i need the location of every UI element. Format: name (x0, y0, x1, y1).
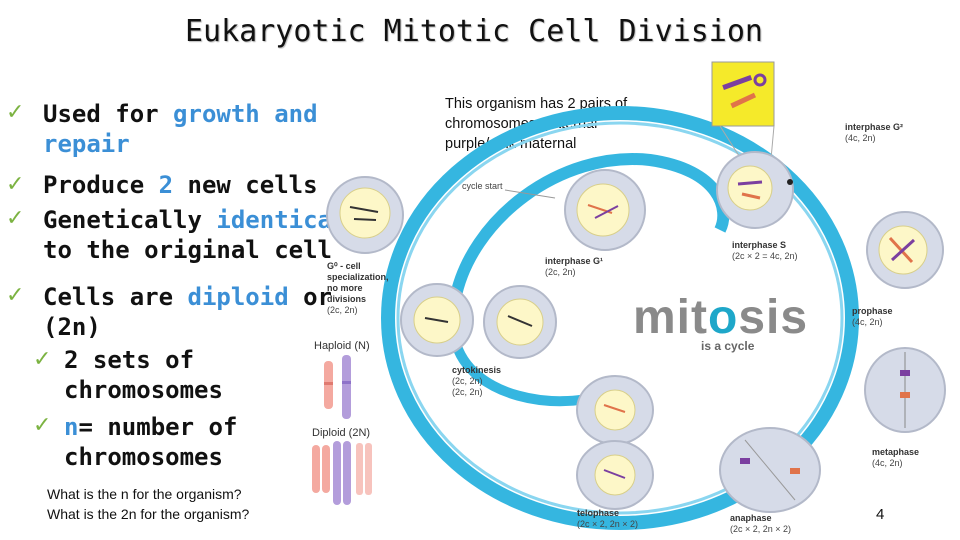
g0-label: G⁰ - cell specialization, no more divisi… (327, 261, 389, 316)
mitosis-subtitle: is a cycle (701, 339, 754, 353)
interphase-g2-label: interphase G² (4c, 2n) (845, 122, 903, 144)
label-name: specialization, (327, 272, 389, 282)
label-name: interphase G¹ (545, 256, 603, 266)
label-value: (2c × 2, 2n × 2) (577, 519, 638, 529)
label-name: cytokinesis (452, 365, 501, 375)
label-name: prophase (852, 306, 893, 316)
label-value: (2c, 2n) (452, 387, 483, 397)
anaphase-label: anaphase (2c × 2, 2n × 2) (730, 513, 791, 535)
wordmark-part: o (708, 291, 738, 344)
label-value: (2c × 2, 2n × 2) (730, 524, 791, 534)
label-value: (2c, 2n) (545, 267, 576, 277)
metaphase-label: metaphase (4c, 2n) (872, 447, 919, 469)
wordmark-part: mit (633, 291, 708, 344)
label-value: (2c, 2n) (452, 376, 483, 386)
label-name: no more (327, 283, 363, 293)
label-value: (2c, 2n) (327, 305, 358, 315)
cytokinesis-label: cytokinesis (2c, 2n) (2c, 2n) (452, 365, 501, 398)
label-name: anaphase (730, 513, 772, 523)
mitosis-wordmark: mitosis (633, 290, 808, 345)
prophase-label: prophase (4c, 2n) (852, 306, 893, 328)
telophase-label: telophase (2c × 2, 2n × 2) (577, 508, 638, 530)
label-value: (2c × 2 = 4c, 2n) (732, 251, 798, 261)
wordmark-part: sis (738, 291, 808, 344)
interphase-s-label: interphase S (2c × 2 = 4c, 2n) (732, 240, 798, 262)
label-name: telophase (577, 508, 619, 518)
label-name: interphase S (732, 240, 786, 250)
label-name: divisions (327, 294, 366, 304)
label-name: G⁰ - cell (327, 261, 361, 271)
label-name: interphase G² (845, 122, 903, 132)
zoom-inset (712, 62, 774, 126)
cycle-start-label: cycle start (462, 181, 503, 192)
label-value: (4c, 2n) (845, 133, 876, 143)
interphase-g1-label: interphase G¹ (2c, 2n) (545, 256, 603, 278)
page-number: 4 (876, 506, 884, 523)
label-value: (4c, 2n) (872, 458, 903, 468)
label-value: (4c, 2n) (852, 317, 883, 327)
label-name: metaphase (872, 447, 919, 457)
